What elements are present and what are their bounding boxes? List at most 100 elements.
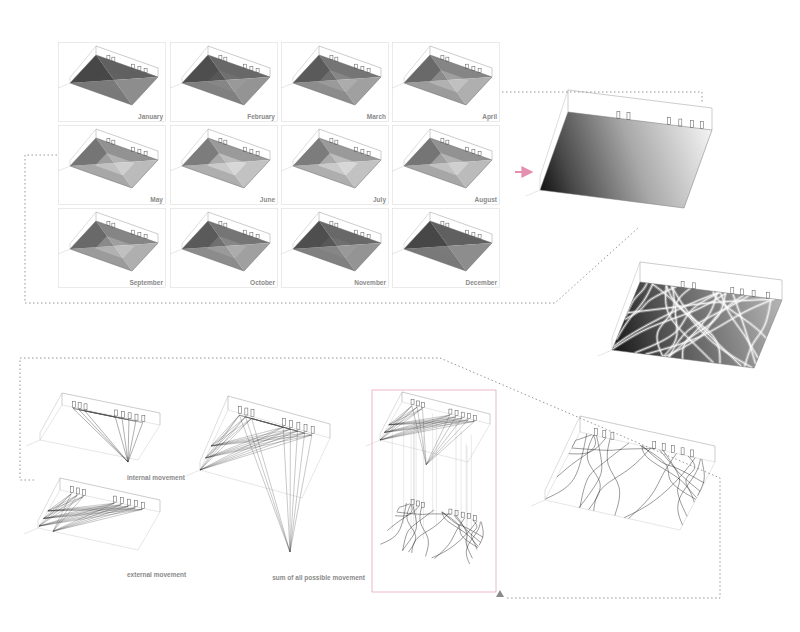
door-symbol (132, 64, 135, 68)
door-symbol (627, 113, 630, 120)
door-symbol (219, 138, 222, 142)
wall-line (293, 244, 294, 249)
path-network (443, 512, 484, 537)
door-symbol (290, 420, 293, 427)
door-symbol (132, 147, 135, 151)
door-symbol (138, 66, 141, 70)
wall-line (270, 151, 271, 160)
panel-frame (171, 209, 278, 288)
month-panel: January (58, 42, 166, 122)
wall-line (62, 393, 160, 413)
panel-frame (59, 126, 166, 205)
door-symbol (467, 414, 470, 419)
wall-line (568, 90, 569, 112)
wall-line (404, 129, 430, 161)
sun-patch (207, 153, 247, 176)
wall-line (182, 161, 183, 166)
wall-line (545, 490, 546, 500)
door-symbol (245, 408, 248, 415)
door-symbol (355, 64, 358, 68)
sun-patch (429, 236, 469, 259)
door-symbol (250, 149, 253, 153)
door-symbol (690, 120, 693, 127)
door-symbol (411, 500, 414, 505)
movement-line (206, 435, 312, 458)
neighbour-line (170, 166, 182, 172)
month-label: June (260, 197, 275, 204)
movement-line (252, 419, 290, 552)
door-symbol (144, 235, 147, 239)
neighbour-line (392, 249, 404, 255)
movement-line (206, 427, 284, 458)
wall-line (612, 338, 613, 350)
room-floor (40, 405, 160, 460)
movement-line (211, 435, 312, 446)
wall-line (404, 212, 430, 244)
wall-line (40, 393, 62, 433)
month-label: July (373, 197, 386, 204)
room-floor (404, 138, 492, 188)
door-symbol (752, 290, 755, 296)
wall-line (208, 212, 270, 234)
path-network (434, 518, 464, 559)
wall-line (319, 46, 320, 55)
month-panel: February (170, 42, 278, 122)
wall-line (158, 234, 159, 243)
movement-line (211, 415, 239, 446)
month-illustration (58, 208, 166, 288)
month-illustration (58, 125, 166, 205)
door-symbol (422, 502, 425, 507)
wall-line (319, 129, 381, 151)
wall-line (540, 90, 568, 177)
month-panel: July (281, 125, 389, 205)
flow-dotted-line (25, 155, 638, 303)
door-symbol (224, 57, 227, 61)
movement-line (206, 433, 305, 458)
wall-line (712, 108, 713, 130)
path-network (663, 450, 687, 516)
month-illustration (281, 125, 389, 205)
wall-line (492, 68, 493, 77)
path-network (412, 514, 449, 553)
movement-line (44, 508, 136, 519)
movement-line (200, 415, 239, 470)
wall-line (293, 78, 294, 83)
movement-line (290, 429, 291, 552)
sun-patch (95, 70, 135, 93)
wall-line (293, 161, 294, 166)
movement-line (239, 415, 311, 435)
wall-line (96, 129, 158, 151)
door-symbol (461, 412, 464, 417)
wall-line (182, 46, 208, 78)
month-panel: September (58, 208, 166, 288)
panel-frame (393, 43, 500, 122)
path-network (733, 294, 756, 364)
path-network (402, 505, 416, 551)
door-symbol (144, 152, 147, 156)
door-symbol (107, 221, 110, 225)
sun-patch (429, 153, 469, 176)
wall-line (640, 262, 782, 280)
month-label: January (138, 114, 163, 121)
movement-line (380, 415, 450, 440)
panel-frame (59, 43, 166, 122)
door-symbol (138, 149, 141, 153)
door-symbol (361, 66, 364, 70)
door-symbol (662, 444, 665, 451)
path-network (442, 512, 477, 549)
door-symbol (478, 152, 481, 156)
month-illustration (170, 125, 278, 205)
door-symbol (219, 55, 222, 59)
door-symbol (311, 426, 314, 433)
door-symbol (446, 140, 449, 144)
path-network (629, 453, 677, 518)
wall-line (330, 424, 331, 438)
door-symbol (667, 118, 670, 125)
wall-line (404, 46, 430, 78)
room-floor (182, 138, 270, 188)
month-panel: April (392, 42, 500, 122)
month-label: August (475, 197, 497, 204)
path-network (665, 295, 744, 357)
door-symbol (244, 230, 247, 234)
month-illustration (392, 125, 500, 205)
